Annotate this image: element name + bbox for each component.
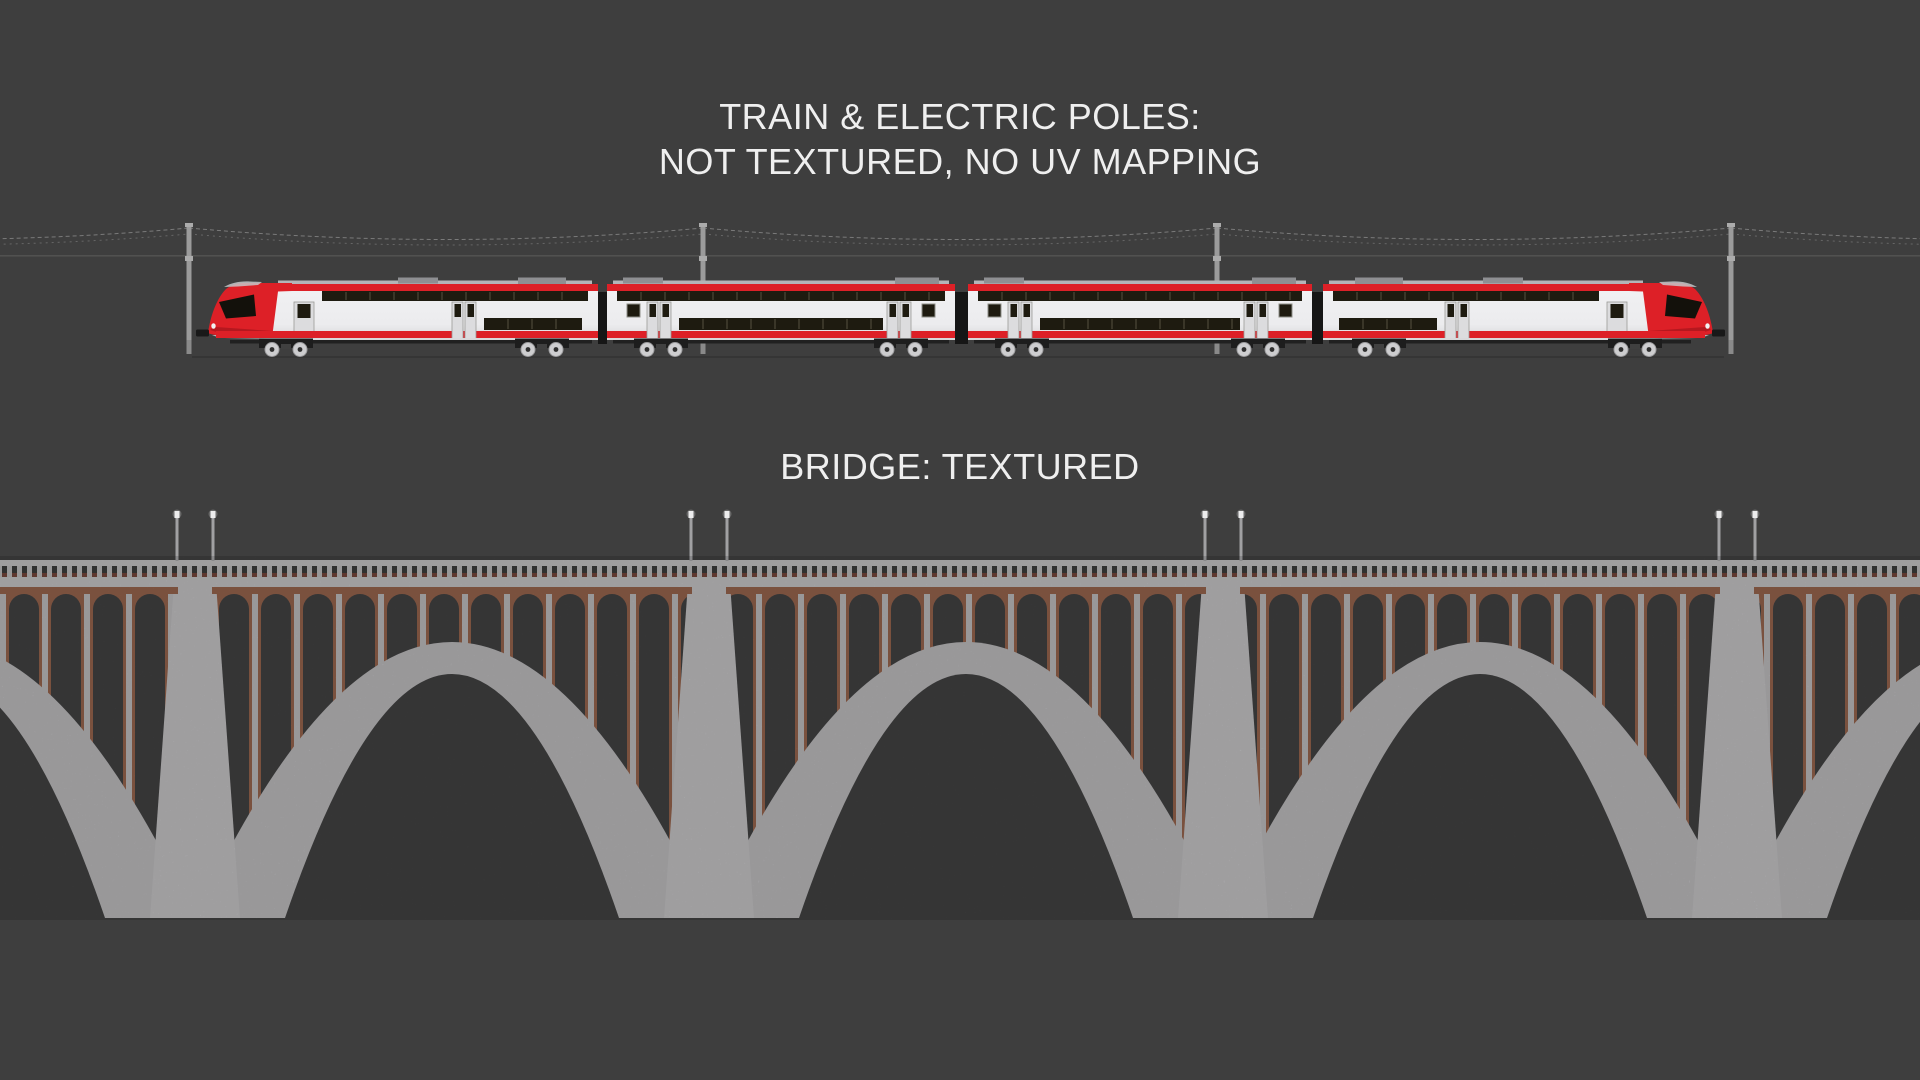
bridge-lamp-post <box>686 509 696 561</box>
train-cab-car <box>196 277 598 357</box>
catenary-wire <box>1216 227 1732 240</box>
annotation-train-poles-line2: NOT TEXTURED, NO UV MAPPING <box>658 141 1262 182</box>
catenary-wire <box>188 227 704 240</box>
headlight <box>211 323 216 329</box>
catenary-wire <box>702 227 1218 240</box>
rail-line <box>192 356 1724 358</box>
windshield <box>1665 294 1702 319</box>
train-car <box>968 277 1312 357</box>
gangway <box>1312 292 1323 344</box>
bridge-lamp-post <box>208 509 218 561</box>
electric-pole <box>1727 223 1735 354</box>
windshield <box>219 294 256 319</box>
catenary-wire <box>0 227 190 240</box>
train-cab-car <box>1323 277 1725 357</box>
horizon-line <box>0 255 1920 257</box>
bridge-lamp-post <box>1200 509 1210 561</box>
annotation-train-poles: TRAIN & ELECTRIC POLES: NOT TEXTURED, NO… <box>0 94 1920 184</box>
catenary-wire <box>0 233 190 245</box>
coupler <box>196 329 209 337</box>
annotation-bridge: BRIDGE: TEXTURED <box>780 446 1140 487</box>
gangway <box>955 292 968 344</box>
bridge-lamp-post <box>172 509 182 561</box>
bridge-texture-grain <box>0 556 1920 920</box>
bridge <box>0 509 1920 920</box>
bridge-lamp-post <box>722 509 732 561</box>
headlight <box>1705 323 1710 329</box>
coupler <box>1712 329 1725 337</box>
annotation-train-poles-line1: TRAIN & ELECTRIC POLES: <box>719 96 1201 137</box>
bridge-lamp-post <box>1714 509 1724 561</box>
bridge-lamp-post <box>1750 509 1760 561</box>
catenary-wire <box>1730 227 1920 240</box>
bridge-lamp-post <box>1236 509 1246 561</box>
electric-pole <box>185 223 193 354</box>
train-car <box>607 277 955 357</box>
train <box>196 277 1725 357</box>
gangway <box>598 292 607 344</box>
